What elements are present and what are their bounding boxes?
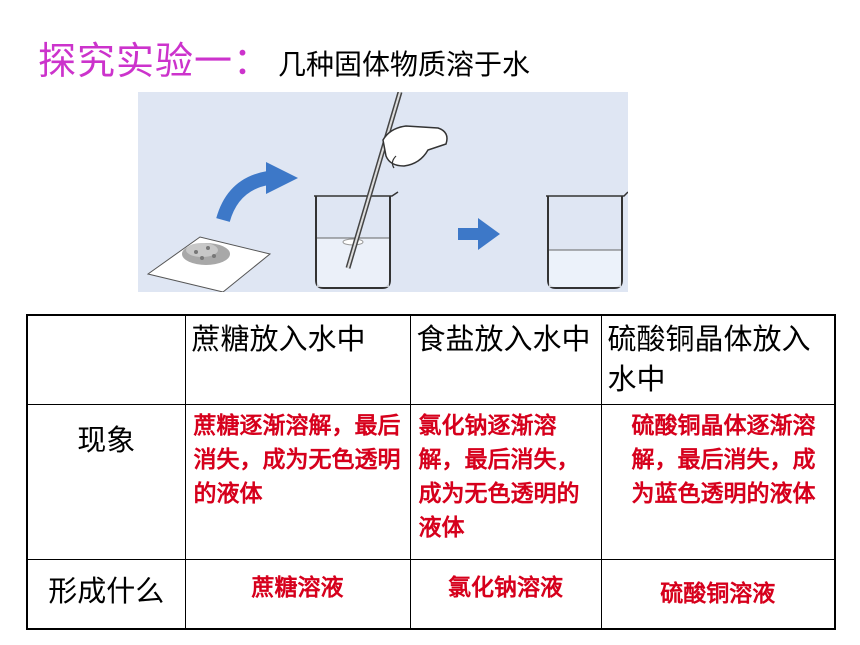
table-header-row: 蔗糖放入水中 食盐放入水中 硫酸铜晶体放入水中	[26, 314, 836, 405]
table-cell: 硫酸铜溶液	[600, 558, 836, 630]
beaker-solution	[546, 191, 628, 289]
experiment-table: 蔗糖放入水中 食盐放入水中 硫酸铜晶体放入水中 现象 蔗糖逐渐溶解，最后消失，成…	[26, 314, 836, 630]
curved-arrow-icon	[216, 162, 298, 223]
table-cell: 蔗糖溶液	[184, 558, 411, 630]
hand-icon	[382, 125, 448, 169]
arrow-right-icon	[458, 218, 500, 250]
table-header-cell	[26, 314, 186, 405]
table-row: 现象 蔗糖逐渐溶解，最后消失，成为无色透明的液体 氯化钠逐渐溶解，最后消失，成为…	[26, 403, 836, 560]
table-cell: 蔗糖逐渐溶解，最后消失，成为无色透明的液体	[184, 403, 411, 560]
experiment-illustration	[138, 92, 628, 292]
experiment-subtitle: 几种固体物质溶于水	[278, 48, 531, 81]
paper-with-solid	[146, 236, 272, 292]
row-label-result: 形成什么	[26, 558, 186, 630]
table-header-cell: 食盐放入水中	[409, 314, 602, 405]
table-cell: 氯化钠溶液	[409, 558, 602, 630]
table-header-cell: 硫酸铜晶体放入水中	[600, 314, 836, 405]
table-header-cell: 蔗糖放入水中	[184, 314, 411, 405]
table-row: 形成什么 蔗糖溶液 氯化钠溶液 硫酸铜溶液	[26, 558, 836, 630]
table-cell: 硫酸铜晶体逐渐溶解，最后消失，成为蓝色透明的液体	[600, 403, 836, 560]
beaker-stirring	[314, 92, 403, 289]
table-cell: 氯化钠逐渐溶解，最后消失，成为无色透明的液体	[409, 403, 602, 560]
experiment-illustration-svg	[146, 92, 628, 292]
experiment-title: 探究实验一：	[38, 39, 273, 83]
slide-title: 探究实验一： 几种固体物质溶于水	[38, 30, 531, 83]
row-label-phenomenon: 现象	[26, 403, 186, 560]
